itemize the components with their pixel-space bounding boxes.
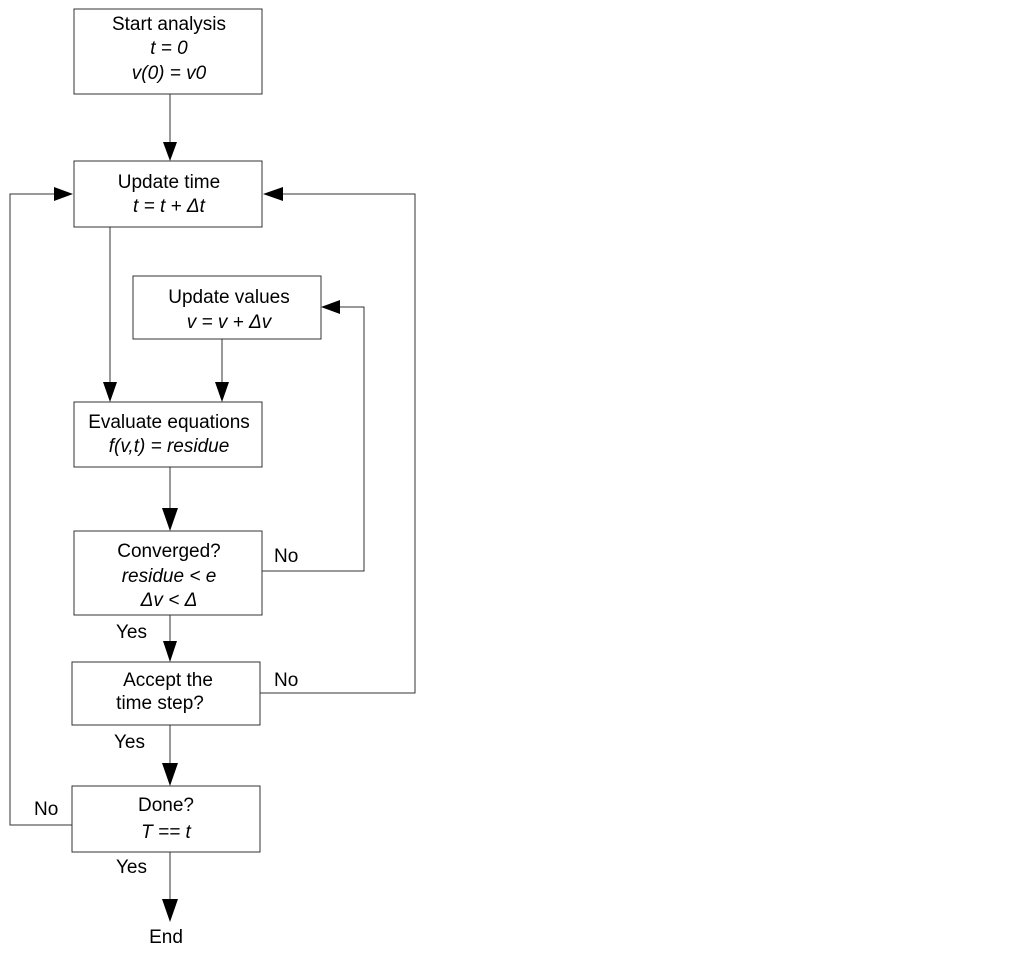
converged-line2: Δv < Δ (140, 590, 198, 611)
done-formula: T == t (141, 822, 191, 843)
arrowhead-down-evaluate-right (215, 382, 229, 402)
converged-yes-label: Yes (116, 622, 147, 643)
converged-line1: residue < e (122, 566, 217, 587)
done-title: Done? (138, 795, 194, 816)
arrowhead-down-evaluate-left (103, 382, 117, 402)
accept-title-line2: time step? (116, 693, 204, 714)
arrowhead-left-update-values (321, 300, 340, 314)
start-node-line2: v(0) = v0 (132, 63, 207, 84)
accept-title-line1: Accept the (123, 670, 213, 691)
arrowheads (54, 142, 340, 922)
done-node: Done? T == t (71, 785, 261, 853)
edge-done-no-loop (9, 193, 72, 826)
arrowhead-down-update-time (163, 142, 177, 161)
edge-accept-no-loop (260, 193, 416, 694)
arrowhead-down-converged (162, 508, 178, 531)
update-values-formula: v = v + Δv (187, 312, 273, 333)
update-values-title: Update values (168, 287, 289, 308)
evaluate-title: Evaluate equations (88, 412, 250, 433)
done-no-label: No (34, 799, 58, 820)
update-values-node: Update values v = v + Δv (132, 275, 322, 340)
connectors (9, 94, 416, 901)
evaluate-formula: f(v,t) = residue (109, 436, 230, 457)
done-yes-label: Yes (116, 857, 147, 878)
evaluate-node: Evaluate equations f(v,t) = residue (73, 401, 263, 468)
converged-node: Converged? residue < e Δv < Δ (73, 530, 263, 616)
update-time-formula: t = t + Δt (133, 196, 206, 217)
update-time-title: Update time (118, 172, 220, 193)
accept-node: Accept the time step? (71, 661, 261, 726)
arrowhead-down-done (162, 763, 178, 786)
converged-title: Converged? (117, 541, 221, 562)
arrowhead-right-update-time (54, 187, 73, 201)
end-label: End (149, 927, 183, 948)
edge-converged-no-loop (262, 306, 365, 572)
accept-no-label: No (274, 670, 298, 691)
start-node-line1: t = 0 (150, 38, 188, 59)
update-time-node: Update time t = t + Δt (73, 160, 263, 228)
start-node: Start analysis t = 0 v(0) = v0 (73, 8, 263, 95)
arrowhead-down-accept (163, 641, 177, 662)
start-node-title: Start analysis (112, 14, 226, 35)
arrowhead-down-end (162, 899, 178, 922)
arrowhead-left-update-time (263, 187, 283, 201)
converged-no-label: No (274, 546, 298, 567)
accept-yes-label: Yes (114, 732, 145, 753)
